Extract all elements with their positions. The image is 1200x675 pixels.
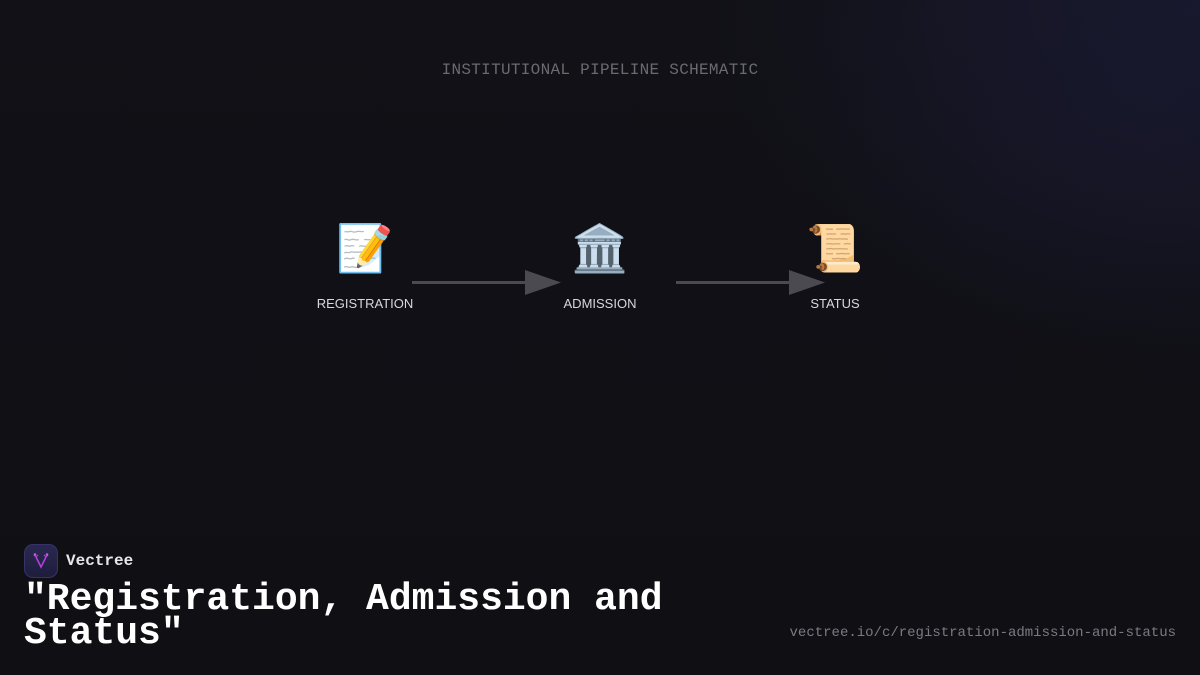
classical-building-icon: 🏛️	[571, 222, 629, 274]
node-status: 📜 STATUS	[775, 220, 895, 311]
node-admission: 🏛️ ADMISSION	[540, 220, 660, 311]
node-label: STATUS	[810, 296, 860, 311]
brand-name: Vectree	[66, 552, 134, 570]
scroll-icon: 📜	[806, 222, 864, 274]
page-title: "Registration, Admission and Status"	[24, 578, 663, 655]
brand: Vectree	[24, 544, 133, 578]
arrow-registration-to-admission	[412, 270, 561, 295]
arrow-admission-to-status	[676, 270, 825, 295]
diagram-subtitle: INSTITUTIONAL PIPELINE SCHEMATIC	[441, 61, 759, 79]
node-label: REGISTRATION	[316, 296, 414, 311]
node-registration: 📝 REGISTRATION	[305, 220, 425, 311]
page-url: vectree.io/c/registration-admission-and-…	[789, 625, 1176, 641]
vectree-logo-icon	[24, 544, 58, 578]
node-label: ADMISSION	[563, 296, 637, 311]
memo-pencil-icon: 📝	[336, 222, 394, 274]
